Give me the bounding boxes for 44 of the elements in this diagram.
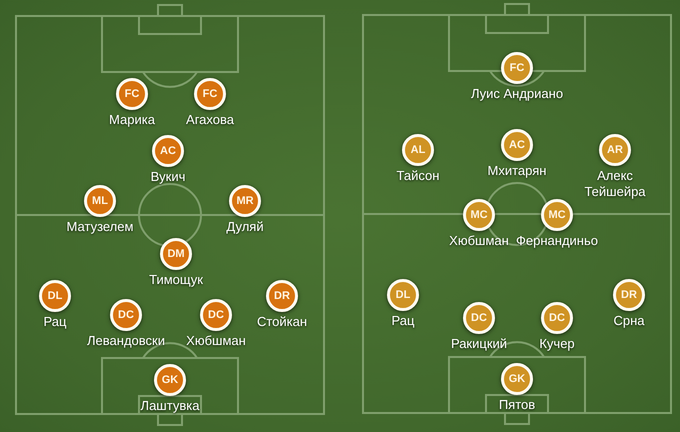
position-marker: MR — [229, 185, 261, 217]
player-name: Ракицкий — [450, 336, 508, 352]
position-marker: DR — [266, 280, 298, 312]
player-name: Мхитарян — [488, 163, 546, 179]
player-name: Тайсон — [396, 168, 440, 184]
player-name: Алекс Тейшейра — [583, 168, 647, 200]
position-marker: FC — [501, 52, 533, 84]
position-marker: ML — [84, 185, 116, 217]
player-name: Матузелем — [66, 219, 134, 235]
player-name: Тимощук — [149, 272, 203, 288]
position-marker: GK — [154, 364, 186, 396]
position-marker: DL — [39, 280, 71, 312]
player-name: Вукич — [150, 169, 186, 185]
position-marker: DC — [110, 299, 142, 331]
position-marker: FC — [116, 78, 148, 110]
position-marker: FC — [194, 78, 226, 110]
player-name: Стойкан — [256, 314, 308, 330]
position-marker: MC — [541, 199, 573, 231]
player-name: Рац — [392, 313, 414, 329]
player-name: Лаштувка — [140, 398, 200, 414]
player-name: Срна — [613, 313, 645, 329]
player-name: Хюбшман — [186, 333, 246, 349]
position-marker: DL — [387, 279, 419, 311]
player-name: Луис Андриано — [470, 86, 564, 102]
player-name: Дуляй — [226, 219, 264, 235]
player-name: Левандовски — [87, 333, 165, 349]
player-name: Кучер — [539, 336, 575, 352]
player-name: Марика — [109, 112, 155, 128]
player-name: Рац — [44, 314, 66, 330]
position-marker: AL — [402, 134, 434, 166]
player-name: Фернандиньо — [516, 233, 598, 249]
position-marker: AC — [501, 129, 533, 161]
player-name: Агахова — [186, 112, 234, 128]
position-marker: DR — [613, 279, 645, 311]
position-marker: DM — [160, 238, 192, 270]
position-marker: AC — [152, 135, 184, 167]
position-marker: DC — [541, 302, 573, 334]
position-marker: MC — [463, 199, 495, 231]
position-marker: GK — [501, 363, 533, 395]
position-marker: AR — [599, 134, 631, 166]
player-name: Пятов — [498, 397, 536, 413]
position-marker: DC — [200, 299, 232, 331]
player-name: Хюбшман — [449, 233, 509, 249]
position-marker: DC — [463, 302, 495, 334]
